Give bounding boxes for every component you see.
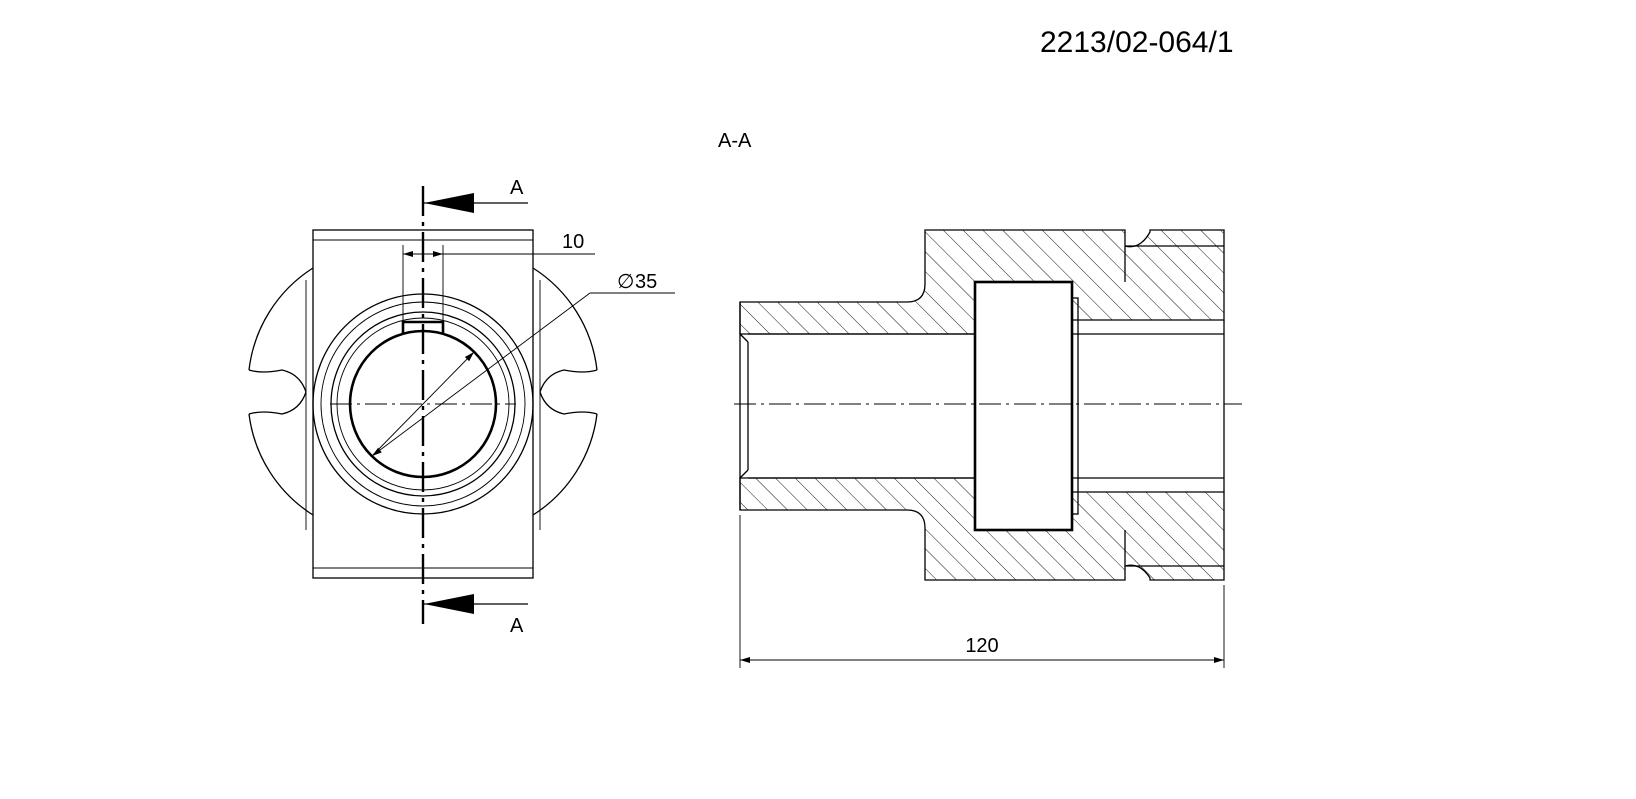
retaining-ring <box>1071 297 1079 515</box>
inserted-ring <box>973 280 1074 532</box>
left-chamfer-top <box>739 333 749 343</box>
flange-left-lower <box>248 413 314 516</box>
flange-left-notch <box>248 369 307 415</box>
section-arrow-top <box>424 193 528 213</box>
bore-diameter-label: 35 <box>635 271 657 293</box>
section-arrow-bottom <box>424 594 528 614</box>
cut-label-bottom: A <box>510 615 524 637</box>
keyway <box>401 320 445 333</box>
flange-left-upper <box>248 267 314 371</box>
diameter-arrow <box>371 351 475 457</box>
flange-right-notch <box>539 369 598 415</box>
cut-label-top: A <box>510 177 524 199</box>
keyway-width-label: 10 <box>562 231 584 253</box>
drawing-number: 2213/02-064/1 <box>1040 26 1234 59</box>
front-view: 10 ∅ 35 A A <box>248 177 675 637</box>
diameter-leader <box>371 292 591 457</box>
diameter-symbol: ∅ <box>617 271 634 293</box>
section-title: A-A <box>718 130 752 152</box>
flange-right-lower <box>532 413 598 516</box>
section-view: 120 <box>734 229 1242 668</box>
left-chamfer-bottom <box>739 469 749 479</box>
overall-length-label: 120 <box>965 635 998 657</box>
flange-right-upper <box>532 267 598 371</box>
